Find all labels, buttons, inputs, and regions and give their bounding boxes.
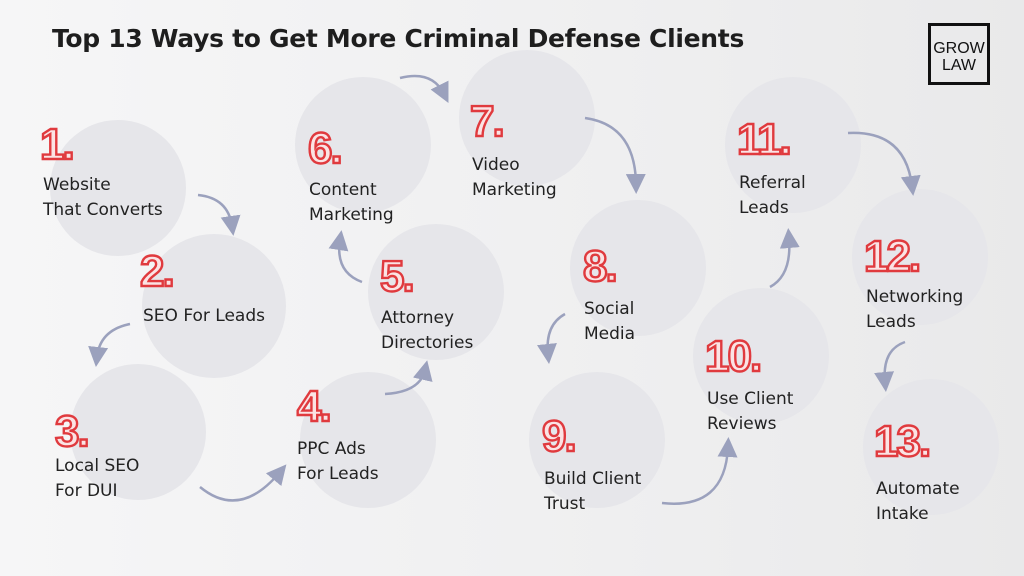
step-number: 11. — [736, 115, 793, 164]
step-label-line: That Converts — [43, 200, 163, 220]
step-circle — [300, 372, 436, 508]
step-label-line: Leads — [739, 198, 789, 218]
step-number: 9. — [541, 412, 578, 461]
step-label-line: For Leads — [297, 464, 379, 484]
arrow-2-to-3 — [88, 322, 131, 367]
step-number: 8. — [582, 242, 619, 291]
step-number: 2. — [139, 247, 176, 296]
step-circle — [725, 77, 861, 213]
step-label-line: Content — [309, 180, 377, 200]
step-circle — [70, 364, 206, 500]
step-label-line: Use Client — [707, 389, 794, 409]
page-title: Top 13 Ways to Get More Criminal Defense… — [52, 24, 745, 53]
arrow-5-to-6 — [328, 230, 363, 284]
step-label-line: Marketing — [309, 205, 394, 225]
step-label-line: Media — [584, 324, 636, 344]
step-number: 10. — [704, 332, 764, 381]
step-circle — [529, 372, 665, 508]
step-circle — [863, 379, 999, 515]
step-label-line: Video — [472, 155, 520, 175]
step-label-line: Intake — [876, 504, 929, 524]
arrow-4-to-5 — [384, 360, 433, 396]
arrow-11-to-12 — [847, 131, 921, 196]
step-number: 7. — [469, 97, 506, 146]
step-number: 6. — [307, 124, 344, 173]
step-circle — [368, 224, 504, 360]
step-label-line: Attorney — [381, 308, 455, 328]
step-label-line: Local SEO — [55, 456, 140, 476]
logo-line-2: LAW — [941, 57, 977, 74]
step-label-line: Marketing — [472, 180, 557, 200]
arrow-6-to-7 — [399, 74, 449, 103]
step-label-line: Automate — [876, 479, 960, 499]
step-circle — [295, 77, 431, 213]
step-label-line: Build Client — [544, 469, 642, 489]
step-label-line: Social — [584, 299, 635, 319]
step-label-line: PPC Ads — [297, 439, 366, 459]
arrow-12-to-13 — [874, 340, 906, 392]
step-number: 12. — [863, 232, 923, 281]
arrow-1-to-2 — [197, 193, 241, 236]
step-label-line: Directories — [381, 333, 474, 353]
step-label-line: SEO For Leads — [143, 306, 265, 326]
step-label-line: Referral — [739, 173, 806, 193]
step-number: 5. — [379, 252, 416, 301]
step-label: SEO For Leads — [143, 304, 265, 329]
arrow-10-to-11 — [769, 228, 800, 289]
step-label-line: Networking — [866, 287, 964, 307]
step-label-line: Website — [43, 175, 111, 195]
step-number: 4. — [296, 382, 333, 431]
step-circle — [142, 234, 286, 378]
step-circle — [693, 288, 829, 424]
step-label-line: For DUI — [55, 481, 118, 501]
step-label: Local SEO For DUI — [55, 454, 139, 504]
step-number: 1. — [39, 120, 76, 169]
arrow-7-to-8 — [584, 116, 646, 194]
arrow-8-to-9 — [537, 312, 566, 364]
logo-line-1: GROW — [933, 40, 985, 57]
step-circle — [570, 200, 706, 336]
arrow-9-to-10 — [661, 437, 738, 505]
step-circle — [50, 120, 186, 256]
step-label-line: Leads — [866, 312, 916, 332]
step-number: 13. — [873, 417, 933, 466]
step-label-line: Reviews — [707, 414, 777, 434]
arrow-3-to-4 — [199, 464, 287, 502]
step-number: 3. — [54, 407, 91, 456]
step-circle — [852, 189, 988, 325]
step-label-line: Trust — [544, 494, 586, 514]
step-circle — [459, 50, 595, 186]
